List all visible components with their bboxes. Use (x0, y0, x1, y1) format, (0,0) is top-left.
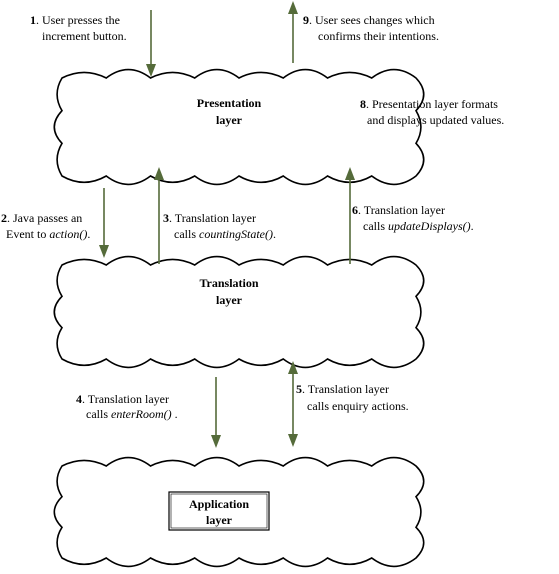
svg-text:calls updateDisplays().: calls updateDisplays(). (363, 219, 474, 233)
svg-text:4. Translation layer: 4. Translation layer (76, 392, 169, 406)
translation-layer-title: Translation (199, 276, 258, 290)
arrows (99, 1, 355, 448)
svg-text:calls enterRoom() .: calls enterRoom() . (86, 407, 178, 421)
svg-text:increment button.: increment button. (42, 29, 127, 43)
step-2-label: 2. Java passes an Event to action(). (1, 211, 90, 241)
arrow-step-5 (288, 361, 298, 447)
step-1-label: 1. User presses the increment button. (30, 13, 127, 43)
svg-text:3. Translation layer: 3. Translation layer (163, 211, 256, 225)
step-8-label: 8. Presentation layer formats and displa… (360, 97, 504, 127)
svg-text:calls enquiry actions.: calls enquiry actions. (307, 399, 409, 413)
svg-text:2. Java passes an: 2. Java passes an (1, 211, 82, 225)
svg-text:confirms their intentions.: confirms their intentions. (318, 29, 439, 43)
svg-text:1. User presses the: 1. User presses the (30, 13, 120, 27)
presentation-layer-title: Presentation (197, 96, 262, 110)
svg-text:calls countingState().: calls countingState(). (174, 227, 276, 241)
presentation-layer-subtitle: layer (216, 113, 243, 127)
svg-text:8. Presentation layer formats: 8. Presentation layer formats (360, 97, 498, 111)
application-layer-subtitle: layer (206, 513, 233, 527)
translation-layer-subtitle: layer (216, 293, 243, 307)
step-3-label: 3. Translation layer calls countingState… (163, 211, 276, 241)
step-6-label: 6. Translation layer calls updateDisplay… (352, 203, 474, 233)
arrow-step-9 (288, 1, 298, 63)
application-layer-cloud (53, 456, 425, 568)
svg-text:9. User sees changes which: 9. User sees changes which (303, 13, 435, 27)
step-9-label: 9. User sees changes which confirms thei… (303, 13, 439, 43)
arrow-step-4 (211, 377, 221, 448)
arrow-step-6 (345, 167, 355, 264)
svg-text:5. Translation layer: 5. Translation layer (296, 382, 389, 396)
svg-text:and displays updated values.: and displays updated values. (367, 113, 504, 127)
presentation-layer-cloud (53, 68, 425, 186)
svg-text:Event to action().: Event to action(). (6, 227, 90, 241)
application-layer-title: Application (189, 497, 249, 511)
translation-layer-cloud (53, 255, 425, 369)
svg-text:6. Translation layer: 6. Translation layer (352, 203, 445, 217)
arrow-step-2 (99, 188, 109, 258)
application-layer-box: Application layer (168, 491, 270, 531)
step-4-label: 4. Translation layer calls enterRoom() . (76, 392, 178, 421)
arrow-step-1 (146, 10, 156, 77)
step-5-label: 5. Translation layer calls enquiry actio… (296, 382, 409, 413)
arrow-step-3 (154, 167, 164, 264)
